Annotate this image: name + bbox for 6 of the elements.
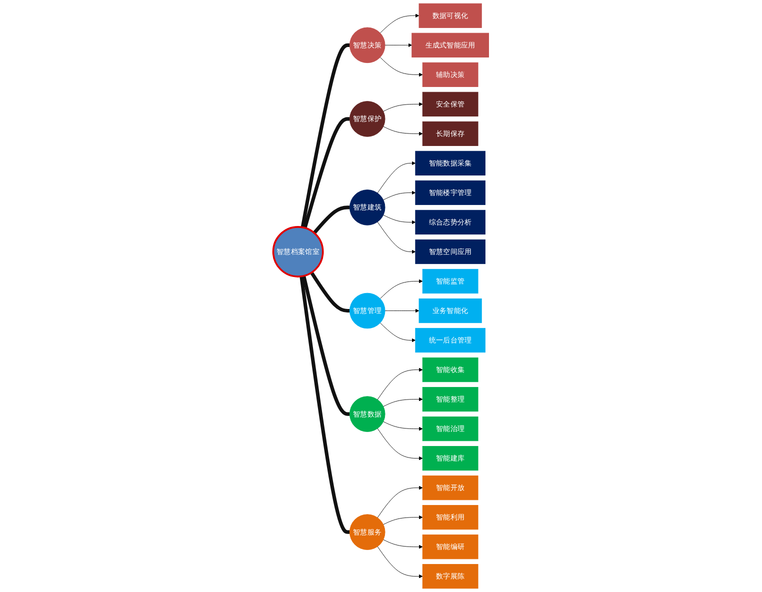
connector bbox=[303, 117, 350, 228]
connector bbox=[310, 272, 350, 313]
connector bbox=[300, 276, 350, 534]
connector bbox=[312, 206, 350, 234]
connector bbox=[302, 275, 350, 416]
connector bbox=[300, 43, 350, 228]
